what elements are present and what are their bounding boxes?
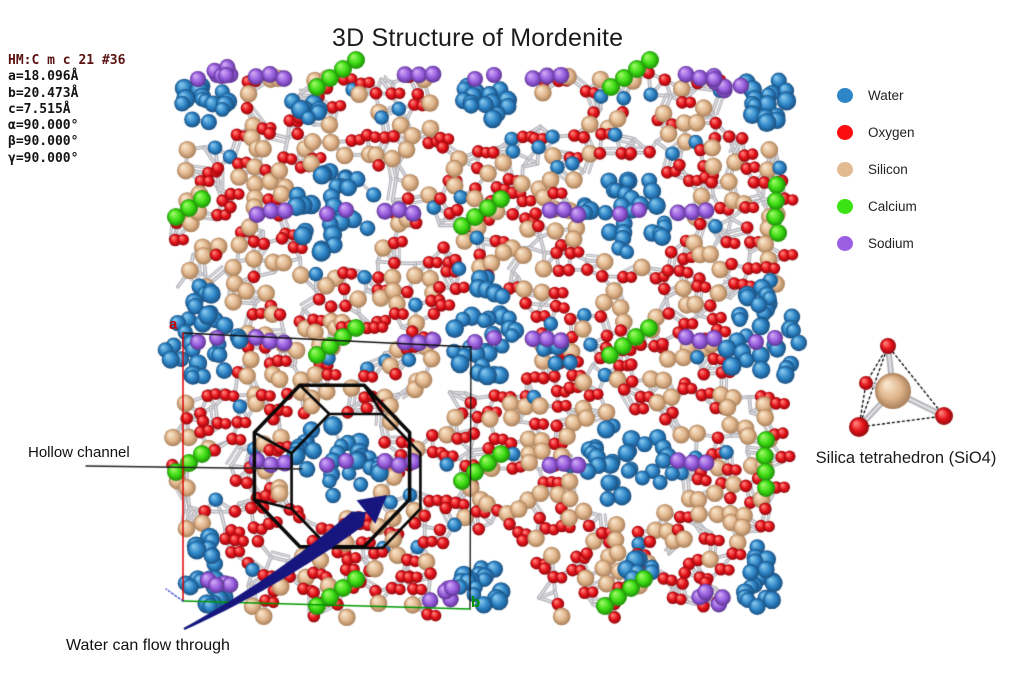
angle-beta-text: β=90.000° (8, 134, 79, 150)
silicon-atom-swatch-icon (837, 162, 853, 177)
axis-a-label: a (169, 316, 178, 333)
legend-item-calcium: Calcium (837, 195, 917, 218)
legend-item-oxygen: Oxygen (837, 121, 917, 144)
angle-alpha-text: α=90.000° (8, 118, 79, 134)
water-atom-swatch-icon (837, 88, 853, 103)
legend-item-sodium: Sodium (837, 232, 917, 255)
space-group-text: HM:C m c 21 #36 (8, 53, 126, 68)
legend-item-water: Water (837, 84, 917, 107)
oxygen-atom-swatch-icon (837, 125, 853, 140)
legend-label: Silicon (868, 162, 908, 177)
angle-gamma-text: γ=90.000° (8, 150, 79, 166)
silica-tetrahedron-label: Silica tetrahedron (SiO4) (815, 449, 997, 467)
legend-label: Calcium (868, 199, 917, 214)
sodium-atom-swatch-icon (837, 236, 853, 251)
legend-label: Oxygen (868, 125, 915, 140)
water-flow-label: Water can flow through (66, 637, 230, 654)
lattice-a-text: a=18.096Å (8, 69, 79, 85)
legend-label: Water (868, 88, 904, 103)
lattice-b-text: b=20.473Å (8, 85, 79, 101)
crystal-info-block: HM:C m c 21 #36 a=18.096Å b=20.473Å c=7.… (8, 53, 125, 167)
page-title: 3D Structure of Mordenite (332, 24, 624, 52)
lattice-c-text: c=7.515Å (8, 101, 71, 117)
hollow-channel-label: Hollow channel (28, 444, 130, 461)
axis-b-label: b (471, 594, 481, 611)
legend-label: Sodium (868, 236, 914, 251)
calcium-atom-swatch-icon (837, 199, 853, 214)
legend-item-silicon: Silicon (837, 158, 917, 181)
